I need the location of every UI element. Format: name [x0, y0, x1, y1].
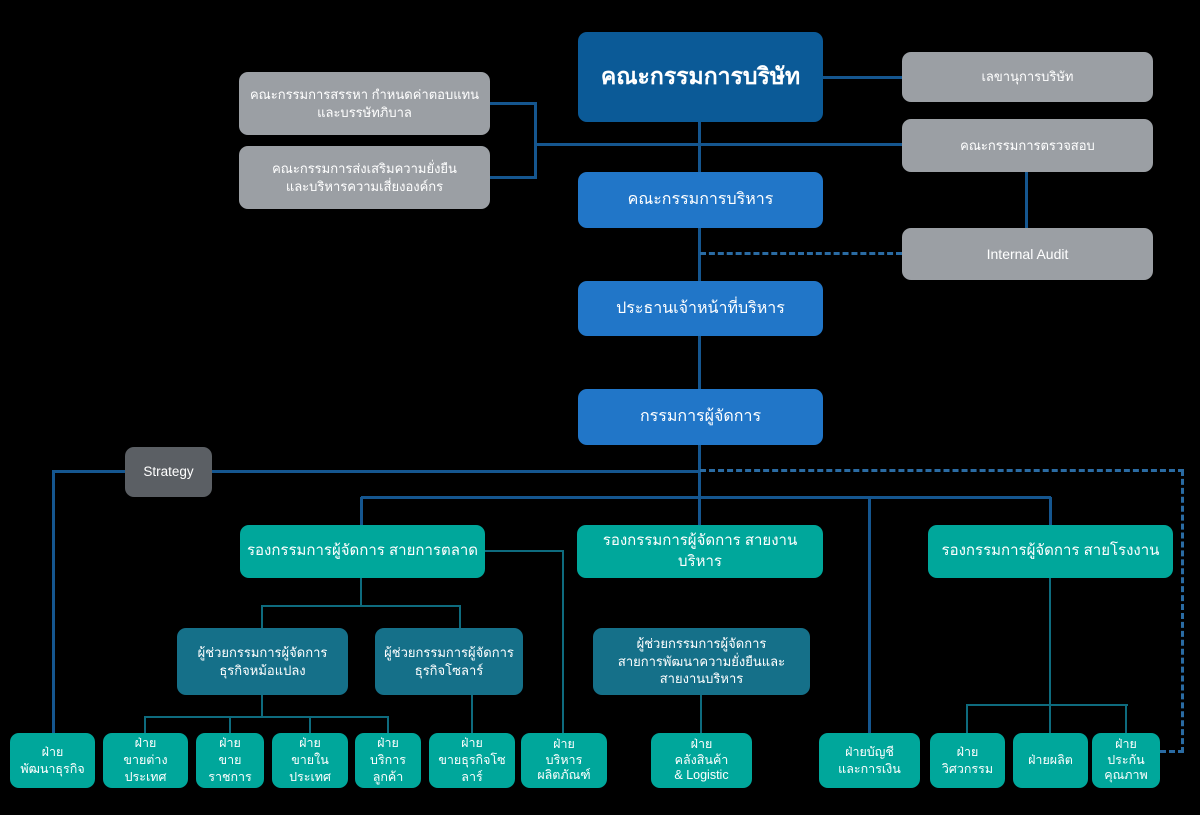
connector-dashed-right-vertical	[1181, 470, 1184, 753]
connector-nomination-stub	[490, 102, 535, 105]
connector-drop-engineering	[966, 704, 968, 733]
connector-drop-asst-transformer	[261, 605, 263, 628]
node-dept-domestic-sales: ฝ่าย ขายในประเทศ	[272, 733, 348, 788]
connector-drop-accounting	[868, 497, 871, 733]
connector-drop-marketing	[360, 497, 363, 525]
node-dept-solar-sales: ฝ่าย ขายธุรกิจโซลาร์	[429, 733, 515, 788]
connector-board-exec	[698, 122, 701, 172]
node-company-secretary: เลขานุการบริษัท	[902, 52, 1153, 102]
connector-asstsustain-warehouse	[700, 695, 702, 733]
connector-marketing-split	[360, 578, 362, 607]
node-deputy-md-marketing: รองกรรมการผู้จัดการ สายการตลาด	[240, 525, 485, 578]
node-dept-customer-service: ฝ่าย บริการลูกค้า	[355, 733, 421, 788]
connector-committees-row	[535, 143, 902, 146]
node-sustainability-committee: คณะกรรมการส่งเสริมความยั่งยืน และบริหารค…	[239, 146, 490, 209]
node-dept-product-mgmt: ฝ่าย บริหาร ผลิตภัณฑ์	[521, 733, 607, 788]
node-dept-warehouse: ฝ่าย คลังสินค้า & Logistic	[651, 733, 752, 788]
node-executive-committee: คณะกรรมการบริหาร	[578, 172, 823, 228]
node-dept-qa: ฝ่าย ประกัน คุณภาพ	[1092, 733, 1160, 788]
node-asst-md-solar: ผู้ช่วยกรรมการผู้จัดการ ธุรกิจโซลาร์	[375, 628, 523, 695]
node-deputy-md-factory: รองกรรมการผู้จัดการ สายโรงงาน	[928, 525, 1173, 578]
connector-dashed-strategy-right	[700, 469, 1184, 472]
connector-sustainability-stub	[490, 176, 535, 179]
node-dept-engineering: ฝ่าย วิศวกรรม	[930, 733, 1005, 788]
connector-drop-factory	[1049, 497, 1052, 525]
connector-ceo-md	[698, 336, 701, 389]
connector-strategy-solid	[53, 470, 699, 473]
connector-drop-qa	[1125, 704, 1127, 733]
connector-md-deputyadmin	[698, 445, 701, 525]
connector-asstsolar-solarsales	[471, 695, 473, 733]
node-board-of-directors: คณะกรรมการบริษัท	[578, 32, 823, 122]
connector-dashed-spine-internalaudit	[700, 252, 902, 255]
connector-drop-asst-solar	[459, 605, 461, 628]
connector-drop-customerservice	[387, 716, 389, 733]
node-internal-audit: Internal Audit	[902, 228, 1153, 280]
connector-left-bracket	[534, 102, 537, 179]
connector-dashed-into-qa	[1160, 750, 1184, 753]
node-audit-committee: คณะกรรมการตรวจสอบ	[902, 119, 1153, 172]
connector-board-secretary	[823, 76, 902, 79]
node-dept-intl-sales: ฝ่าย ขายต่างประเทศ	[103, 733, 188, 788]
connector-auditcommittee-internalaudit	[1025, 172, 1028, 228]
node-asst-md-sustain-admin: ผู้ช่วยกรรมการผู้จัดการ สายการพัฒนาความย…	[593, 628, 810, 695]
node-managing-director: กรรมการผู้จัดการ	[578, 389, 823, 445]
connector-marketing-productmgmt-v	[562, 550, 564, 733]
connector-marketing-productmgmt-h	[485, 550, 564, 552]
node-nomination-committee: คณะกรรมการสรรหา กำหนดค่าตอบแทน และบรรษัท…	[239, 72, 490, 135]
connector-factory-production	[1049, 578, 1051, 733]
node-dept-accounting: ฝ่ายบัญชี และการเงิน	[819, 733, 920, 788]
node-deputy-md-admin: รองกรรมการผู้จัดการ สายงานบริหาร	[577, 525, 823, 578]
connector-drop-govsales	[229, 716, 231, 733]
connector-drop-intlsales	[144, 716, 146, 733]
node-asst-md-transformer: ผู้ช่วยกรรมการผู้จัดการ ธุรกิจหม้อแปลง	[177, 628, 348, 695]
connector-factory-depts-row	[966, 704, 1128, 706]
node-dept-business-dev: ฝ่าย พัฒนาธุรกิจ	[10, 733, 95, 788]
connector-exec-ceo	[698, 228, 701, 281]
node-strategy: Strategy	[125, 447, 212, 497]
node-ceo: ประธานเจ้าหน้าที่บริหาร	[578, 281, 823, 336]
node-dept-gov-sales: ฝ่าย ขายราชการ	[196, 733, 264, 788]
connector-sales-depts-row	[145, 716, 389, 718]
connector-deputies-row	[361, 496, 1051, 499]
connector-strategy-businessdev	[52, 470, 55, 733]
node-dept-production: ฝ่ายผลิต	[1013, 733, 1088, 788]
connector-drop-domesticsales	[309, 716, 311, 733]
connector-transformer-split	[261, 695, 263, 718]
connector-assistants-row	[261, 605, 461, 607]
